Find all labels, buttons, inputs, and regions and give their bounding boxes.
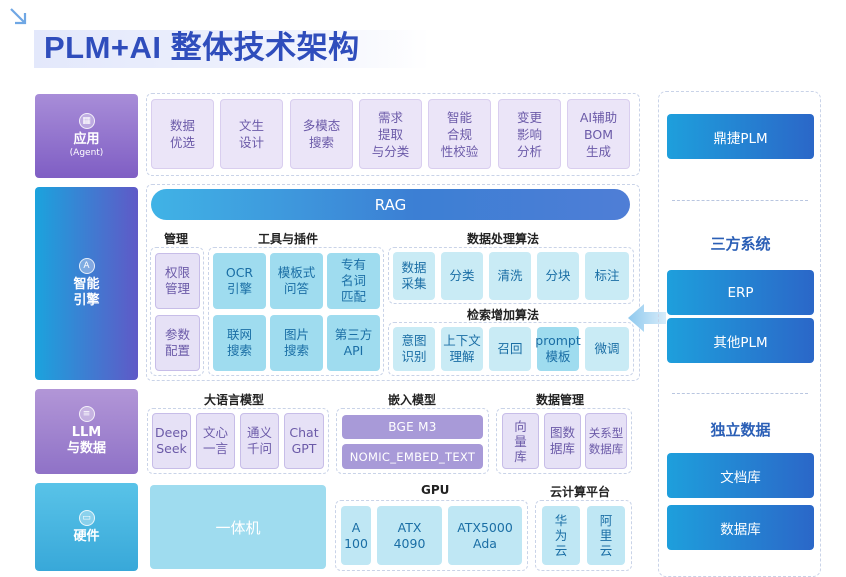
layer-llm: ≡ LLM 与数据 <box>35 389 138 474</box>
data-processing-group <box>388 247 634 304</box>
independent-data-title: 独立数据 <box>710 420 771 439</box>
embedding-group <box>336 408 489 474</box>
retrieval-item: 微调 <box>585 327 629 371</box>
corner-arrow-icon <box>10 8 27 25</box>
app-group <box>146 93 640 176</box>
data-processing-item: 标注 <box>585 252 629 300</box>
data-processing-item: 清洗 <box>489 252 531 300</box>
cloud-group <box>535 500 632 571</box>
embedding-item: NOMIC_EMBED_TEXT <box>342 444 483 469</box>
retrieval-item: 召回 <box>489 327 531 371</box>
gpu-group <box>335 500 528 571</box>
data-mgmt-title: 数据管理 <box>536 393 585 407</box>
data-mgmt-group <box>496 408 632 474</box>
gpu-title: GPU <box>421 483 450 497</box>
hardware-icon: ▭ <box>78 509 95 526</box>
divider <box>672 200 808 201</box>
llm-model-item: Deep Seek <box>152 413 191 469</box>
gpu-item: A 100 <box>341 506 371 565</box>
app-item: 文生 设计 <box>220 99 283 169</box>
divider <box>672 393 808 394</box>
layer-app-sub: (Agent) <box>69 148 104 158</box>
cloud-item: 华 为 云 <box>542 506 580 565</box>
retrieval-item: 意图 识别 <box>393 327 435 371</box>
llm-models-title: 大语言模型 <box>204 393 265 407</box>
arrow-left-icon <box>628 304 666 332</box>
layer-engine-label: 智能 引擎 <box>73 277 100 308</box>
title-highlight <box>34 30 430 68</box>
tool-item: OCR 引擎 <box>213 253 266 309</box>
app-item: 需求 提取 与分类 <box>359 99 422 169</box>
retrieval-item: 上下文 理解 <box>441 327 483 371</box>
management-title: 管理 <box>164 232 189 246</box>
page-title: PLM+AI 整体技术架构 <box>44 30 360 65</box>
gpu-item: ATX 4090 <box>377 506 442 565</box>
tool-item: 图片 搜索 <box>270 315 323 371</box>
management-item: 权限 管理 <box>155 253 200 309</box>
engine-icon: A <box>78 258 95 274</box>
app-item: 智能 合规 性校验 <box>428 99 491 169</box>
layer-app-label: 应用 <box>73 132 100 147</box>
layer-llm-label: LLM 与数据 <box>66 425 106 456</box>
app-item: AI辅助 BOM 生成 <box>567 99 630 169</box>
tool-item: 专有 名词 匹配 <box>327 253 380 309</box>
tools-title: 工具与插件 <box>258 232 319 246</box>
engine-group <box>146 184 640 381</box>
third-party-title: 三方系统 <box>710 234 771 253</box>
document-library-box: 文档库 <box>667 453 814 498</box>
database-box: 数据库 <box>667 505 814 550</box>
data-mgmt-item: 关系型 数据库 <box>585 413 627 469</box>
llm-models-group <box>147 408 329 474</box>
data-mgmt-item: 图数 据库 <box>544 413 581 469</box>
llm-model-item: 通义 千问 <box>240 413 279 469</box>
embedding-item: BGE M3 <box>342 415 483 439</box>
app-icon: ▦ <box>78 113 95 129</box>
tool-item: 联网 搜索 <box>213 315 266 371</box>
layer-hardware: ▭ 硬件 <box>35 483 138 571</box>
app-item: 数据 优选 <box>151 99 214 169</box>
database-icon: ≡ <box>78 406 95 422</box>
llm-model-item: 文心 一言 <box>196 413 235 469</box>
retrieval-group <box>388 322 634 376</box>
data-mgmt-item: 向 量 库 <box>502 413 539 469</box>
other-plm-box: 其他PLM <box>667 318 814 363</box>
retrieval-item: prompt 模板 <box>535 327 581 371</box>
cloud-title: 云计算平台 <box>550 485 611 499</box>
cloud-item: 阿 里 云 <box>587 506 625 565</box>
tool-item: 第三方 API <box>327 315 380 371</box>
management-group <box>150 247 204 376</box>
data-processing-item: 分类 <box>441 252 483 300</box>
data-processing-item: 数据 采集 <box>393 252 435 300</box>
llm-model-item: Chat GPT <box>284 413 324 469</box>
retrieval-title: 检索增加算法 <box>467 308 540 322</box>
embedding-title: 嵌入模型 <box>388 393 437 407</box>
management-item: 参数 配置 <box>155 315 200 371</box>
plm-box: 鼎捷PLM <box>667 114 814 159</box>
layer-hardware-label: 硬件 <box>73 528 100 544</box>
gpu-item: ATX5000 Ada <box>448 506 522 565</box>
rag-bar: RAG <box>151 189 630 220</box>
erp-box: ERP <box>667 270 814 315</box>
integrated-machine: 一体机 <box>150 485 326 569</box>
app-item: 变更 影响 分析 <box>498 99 561 169</box>
data-processing-title: 数据处理算法 <box>467 232 540 246</box>
tools-group <box>208 247 384 376</box>
layer-app: ▦ 应用 (Agent) <box>35 94 138 178</box>
layer-engine: A 智能 引擎 <box>35 187 138 380</box>
app-item: 多模态 搜索 <box>290 99 353 169</box>
data-processing-item: 分块 <box>537 252 579 300</box>
tool-item: 模板式 问答 <box>270 253 323 309</box>
